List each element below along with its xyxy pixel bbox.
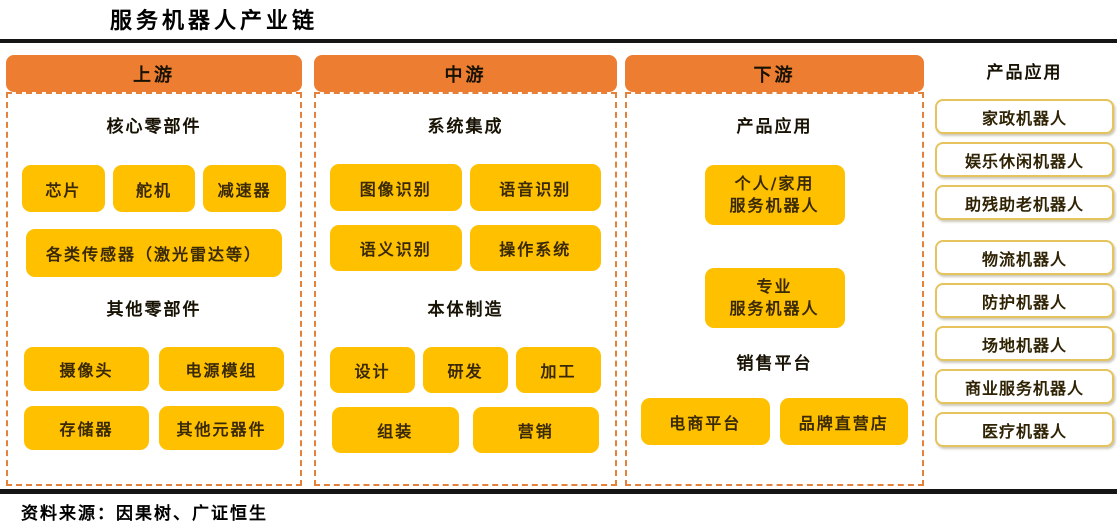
app-box-field-robot: 场地机器人 <box>935 326 1114 361</box>
app-box-medical-robot: 医疗机器人 <box>935 412 1114 447</box>
page-title: 服务机器人产业链 <box>110 8 319 34</box>
section-title-sales-platform: 销售平台 <box>736 354 813 374</box>
column-header-downstream: 下游 <box>625 55 924 92</box>
box-sensors: 各类传感器（激光雷达等） <box>26 229 282 277</box>
box-other-parts: 其他元器件 <box>159 406 284 450</box>
section-title-core-components: 核心零部件 <box>106 117 202 137</box>
column-panel-midstream: 系统集成 图像识别 语音识别 语义识别 操作系统 本体制造 设计 研发 加工 组… <box>314 92 617 486</box>
box-marketing: 营销 <box>472 407 599 453</box>
column-header-midstream: 中游 <box>314 55 617 92</box>
section-title-other-components: 其他零部件 <box>106 300 202 320</box>
app-box-elderly-assist-robot: 助残助老机器人 <box>935 185 1114 220</box>
app-box-logistics-robot: 物流机器人 <box>935 240 1114 275</box>
app-box-entertainment-robot: 娱乐休闲机器人 <box>935 142 1114 177</box>
box-line: 专业 <box>756 277 793 296</box>
row-system-integration-1: 图像识别 语音识别 <box>330 164 601 211</box>
footer-divider <box>0 489 1117 494</box>
box-line: 服务机器人 <box>729 299 820 318</box>
box-assembly: 组装 <box>332 407 459 453</box>
box-speech-recognition: 语音识别 <box>469 164 601 211</box>
column-downstream: 下游 产品应用 个人/家用 服务机器人 专业 服务机器人 销售平台 电商平台 品… <box>625 55 924 486</box>
title-divider <box>0 39 1117 43</box>
app-box-protection-robot: 防护机器人 <box>935 283 1114 318</box>
box-rnd: 研发 <box>423 347 508 393</box>
column-upstream: 上游 核心零部件 芯片 舵机 减速器 各类传感器（激光雷达等） 其他零部件 摄像… <box>6 55 302 486</box>
row-sales-platform: 电商平台 品牌直营店 <box>641 398 908 445</box>
row-system-integration-2: 语义识别 操作系统 <box>330 225 601 271</box>
box-processing: 加工 <box>516 347 601 393</box>
section-title-body-manufacturing: 本体制造 <box>427 300 504 320</box>
box-professional-service-robot: 专业 服务机器人 <box>704 268 845 328</box>
row-other-components-2: 存储器 其他元器件 <box>24 406 284 450</box>
box-semantic-recognition: 语义识别 <box>330 225 462 271</box>
section-title-product-application: 产品应用 <box>736 117 813 137</box>
box-operating-system: 操作系统 <box>469 225 601 271</box>
row-body-manufacturing-1: 设计 研发 加工 <box>330 347 601 393</box>
applications-header: 产品应用 <box>986 63 1063 83</box>
row-body-manufacturing-2: 组装 营销 <box>332 407 599 453</box>
column-applications: 产品应用 家政机器人 娱乐休闲机器人 助残助老机器人 物流机器人 防护机器人 场… <box>935 55 1114 447</box>
box-design: 设计 <box>330 347 415 393</box>
box-image-recognition: 图像识别 <box>330 164 462 211</box>
box-ecommerce-platform: 电商平台 <box>641 398 770 445</box>
applications-group-spacer <box>935 220 1114 240</box>
column-midstream: 中游 系统集成 图像识别 语音识别 语义识别 操作系统 本体制造 设计 研发 加… <box>314 55 617 486</box>
column-header-upstream: 上游 <box>6 55 302 92</box>
box-line: 服务机器人 <box>729 196 820 215</box>
box-memory: 存储器 <box>24 406 149 450</box>
box-power-module: 电源模组 <box>159 347 284 391</box>
applications-group-personal: 家政机器人 娱乐休闲机器人 助残助老机器人 <box>935 99 1114 220</box>
row-other-components-1: 摄像头 电源模组 <box>24 347 284 391</box>
applications-group-professional: 物流机器人 防护机器人 场地机器人 商业服务机器人 医疗机器人 <box>935 240 1114 447</box>
column-panel-downstream: 产品应用 个人/家用 服务机器人 专业 服务机器人 销售平台 电商平台 品牌直营… <box>625 92 924 486</box>
box-camera: 摄像头 <box>24 347 149 391</box>
box-line: 个人/家用 <box>734 174 815 193</box>
box-brand-store: 品牌直营店 <box>779 398 908 445</box>
box-personal-home-service-robot: 个人/家用 服务机器人 <box>704 165 845 225</box>
box-reducer: 减速器 <box>203 165 287 212</box>
app-box-commercial-service-robot: 商业服务机器人 <box>935 369 1114 404</box>
section-title-system-integration: 系统集成 <box>427 117 504 137</box>
box-chip: 芯片 <box>22 165 105 212</box>
row-core-components: 芯片 舵机 减速器 <box>22 165 287 212</box>
column-panel-upstream: 核心零部件 芯片 舵机 减速器 各类传感器（激光雷达等） 其他零部件 摄像头 电… <box>6 92 302 486</box>
app-box-housekeeping-robot: 家政机器人 <box>935 99 1114 134</box>
box-servo: 舵机 <box>112 165 196 212</box>
source-note: 资料来源：因果树、广证恒生 <box>21 504 268 524</box>
